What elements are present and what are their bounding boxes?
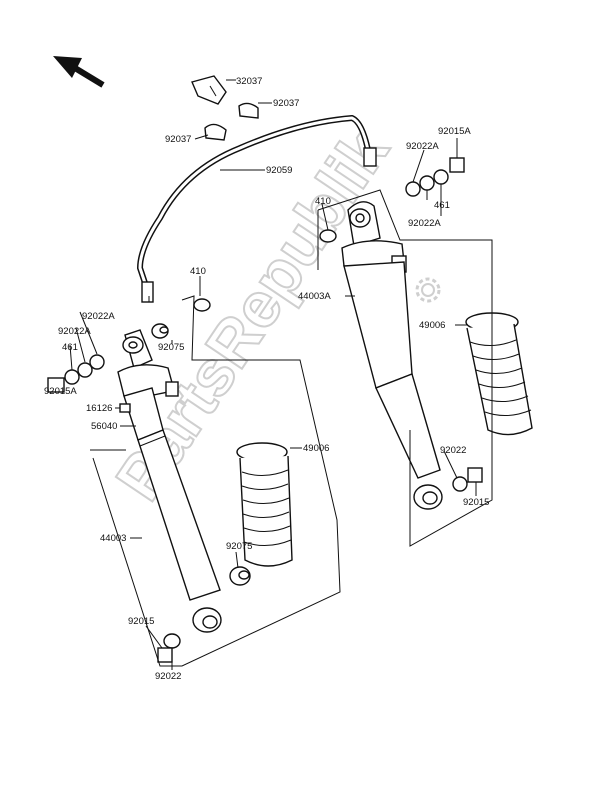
label-461-right: 461 [434,200,450,211]
leader-lines [69,79,477,670]
label-92022-left: 92022 [155,671,181,682]
label-92015-right: 92015 [463,497,489,508]
label-92015-left: 92015 [128,616,154,627]
front-direction-arrow [53,56,105,88]
washer-92022-left [163,633,181,649]
spring-cover-49006-right [465,312,533,436]
nut-92015A-right [449,157,465,173]
label-92037-upper: 92037 [273,98,299,109]
label-92059: 92059 [266,165,292,176]
hose-clamp-lower [204,123,227,141]
hose-clamp-upper [238,102,259,119]
right-bracket-lines [317,189,493,547]
washer-92022A-left-a [89,354,105,370]
nut-92015-left [157,647,173,663]
label-410-left: 410 [190,266,206,277]
label-410-right: 410 [315,196,331,207]
label-44003A: 44003A [298,291,331,302]
washer-92022A-right-b [433,169,449,185]
hose-bracket [191,75,227,105]
bushing-92075-upper [151,323,169,339]
left-shock-absorber [117,329,222,633]
label-92015A-left: 92015A [44,386,77,397]
label-92022A-right-bottom: 92022A [408,218,441,229]
label-49006-right: 49006 [419,320,445,331]
label-92022A-b: 92022A [58,326,91,337]
washer-461-left [64,369,80,385]
nut-92015A-left [47,377,65,393]
label-49006-left: 49006 [303,443,329,454]
spring-cover-49006-left [236,442,293,567]
label-92037-lower: 92037 [165,134,191,145]
washer-92022A-right-a [405,181,421,197]
label-92015A-right: 92015A [438,126,471,137]
label-56040: 56040 [91,421,117,432]
right-shock-absorber [341,201,443,510]
brake-hose [136,114,377,303]
label-16126: 16126 [86,403,112,414]
label-32037: 32037 [236,76,262,87]
label-461-left: 461 [62,342,78,353]
washer-410-left [193,298,211,312]
label-92075-lower: 92075 [226,541,252,552]
washer-461-right [419,175,435,191]
nut-92015-right [467,467,483,483]
washer-410-right [319,229,337,243]
label-92022A-right-top: 92022A [406,141,439,152]
left-bracket-lines [90,295,341,667]
washer-92022A-left-b [77,362,93,378]
label-92075-upper: 92075 [158,342,184,353]
gear-logo [415,277,441,303]
bolt-16126 [119,403,131,413]
label-92022A-a: 92022A [82,311,115,322]
washer-92022-right [452,476,468,492]
label-92022-right: 92022 [440,445,466,456]
bushing-92075-lower [229,566,251,586]
label-44003: 44003 [100,533,126,544]
